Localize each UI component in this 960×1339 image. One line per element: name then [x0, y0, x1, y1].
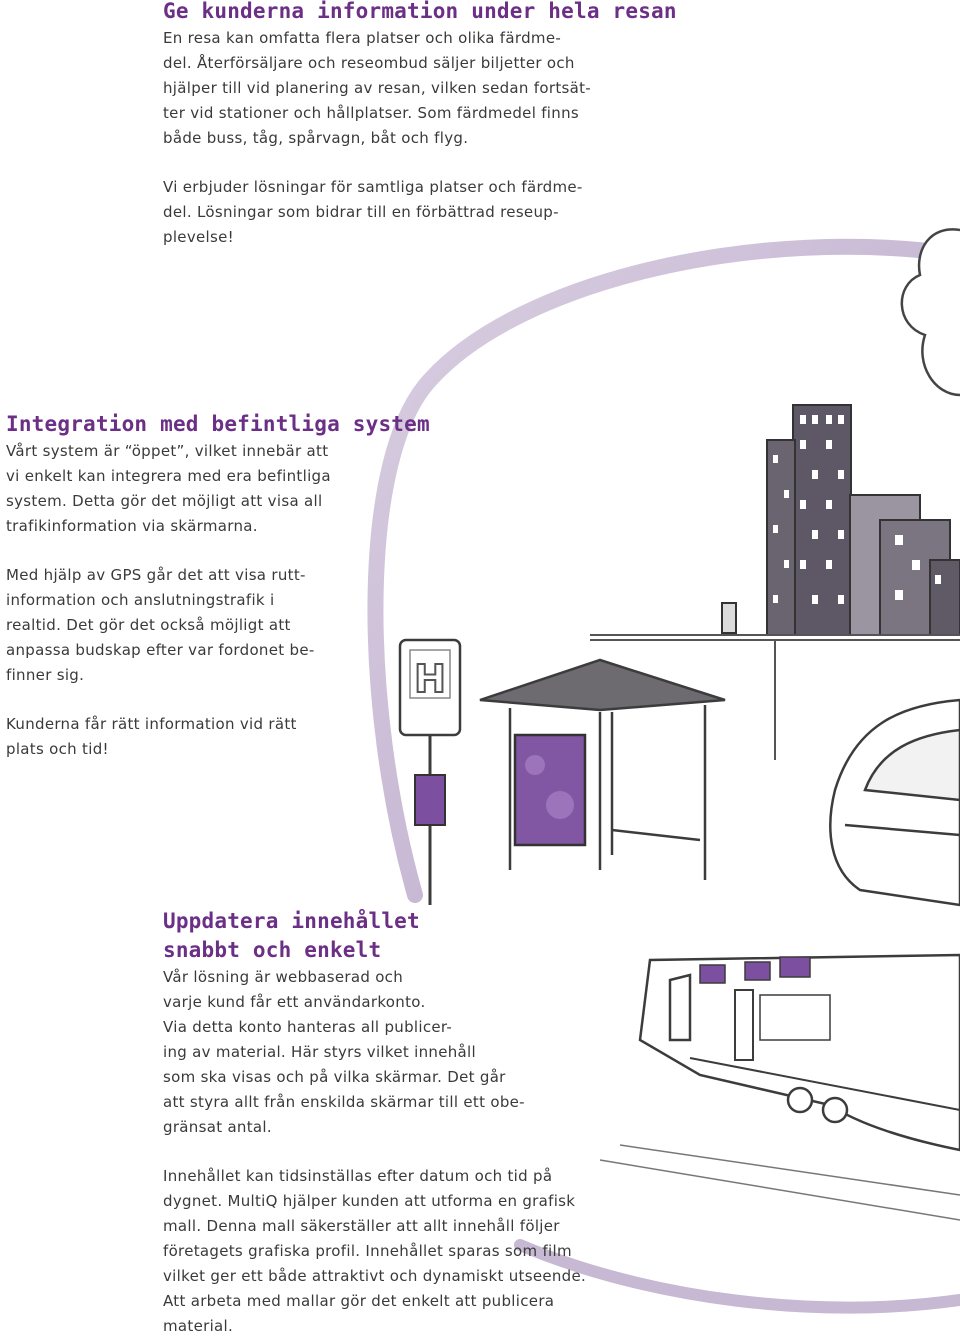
- heading-uppdatera-line-2: snabbt och enkelt: [163, 938, 382, 962]
- text-line: del. Lösningar som bidrar till en förbät…: [163, 203, 559, 221]
- text-line: dygnet. MultiQ hjälper kunden att utform…: [163, 1192, 576, 1210]
- text-line: både buss, tåg, spårvagn, båt och flyg.: [163, 129, 469, 147]
- resan-paragraph-2: Vi erbjuder lösningar för samtliga plats…: [163, 175, 677, 250]
- heading-uppdatera-line-1: Uppdatera innehållet: [163, 909, 420, 933]
- cloud: [900, 228, 960, 397]
- uppdatera-paragraph-2: Innehållet kan tidsinställas efter datum…: [163, 1164, 586, 1339]
- heading-integration: Integration med befintliga system: [6, 412, 430, 436]
- ring-arc-lower: [514, 1239, 960, 1314]
- text-line: Via detta konto hanteras all publicer-: [163, 1018, 453, 1036]
- text-line: företagets grafiska profil. Innehållet s…: [163, 1242, 572, 1260]
- section-uppdatera: Uppdatera innehållet snabbt och enkelt V…: [163, 907, 586, 1339]
- text-line: Innehållet kan tidsinställas efter datum…: [163, 1167, 553, 1185]
- text-line: Kunderna får rätt information vid rätt: [6, 715, 297, 733]
- text-line: Vi erbjuder lösningar för samtliga plats…: [163, 178, 583, 196]
- text-line: mall. Denna mall säkerställer att allt i…: [163, 1217, 560, 1235]
- text-line: realtid. Det gör det också möjligt att: [6, 616, 291, 634]
- buildings: [721, 404, 960, 636]
- text-line: Att arbeta med mallar gör det enkelt att…: [163, 1292, 555, 1310]
- resan-paragraph-1: En resa kan omfatta flera platser och ol…: [163, 26, 677, 151]
- text-line: hjälper till vid planering av resan, vil…: [163, 79, 592, 97]
- text-line: vi enkelt kan integrera med era befintli…: [6, 467, 331, 485]
- text-line: plats och tid!: [6, 740, 109, 758]
- text-line: system. Detta gör det möjligt att visa a…: [6, 492, 323, 510]
- text-line: material.: [163, 1317, 234, 1335]
- integration-paragraph-2: Med hjälp av GPS går det att visa rutt- …: [6, 563, 430, 688]
- text-line: Vår lösning är webbaserad och: [163, 968, 404, 986]
- text-line: Med hjälp av GPS går det att visa rutt-: [6, 566, 306, 584]
- bus-stop-sign: H: [398, 638, 462, 905]
- train-lower: [599, 953, 960, 1221]
- text-line: ing av material. Här styrs vilket innehå…: [163, 1043, 476, 1061]
- train-upper: [829, 698, 960, 907]
- text-line: gränsat antal.: [163, 1118, 272, 1136]
- heading-resan: Ge kunderna information under hela resan: [163, 0, 677, 23]
- text-line: anpassa budskap efter var fordonet be-: [6, 641, 315, 659]
- section-integration: Integration med befintliga system Vårt s…: [6, 410, 430, 762]
- text-line: vilket ger ett både attraktivt och dynam…: [163, 1267, 587, 1285]
- text-line: ter vid stationer och hållplatser. Som f…: [163, 104, 580, 122]
- section-resan: Ge kunderna information under hela resan…: [163, 0, 677, 250]
- text-line: varje kund får ett användarkonto.: [163, 993, 426, 1011]
- ring-arc: [367, 238, 960, 903]
- text-line: finner sig.: [6, 666, 85, 684]
- heading-uppdatera: Uppdatera innehållet snabbt och enkelt: [163, 907, 586, 965]
- text-line: att styra allt från enskilda skärmar til…: [163, 1093, 525, 1111]
- text-line: plevelse!: [163, 228, 234, 246]
- text-line: som ska visas och på vilka skärmar. Det …: [163, 1068, 506, 1086]
- bus-shelter: [479, 658, 726, 880]
- text-line: trafikinformation via skärmarna.: [6, 517, 258, 535]
- integration-paragraph-1: Vårt system är “öppet”, vilket innebär a…: [6, 439, 430, 539]
- text-line: Vårt system är “öppet”, vilket innebär a…: [6, 442, 329, 460]
- text-line: del. Återförsäljare och reseombud säljer…: [163, 54, 575, 72]
- uppdatera-paragraph-1: Vår lösning är webbaserad och varje kund…: [163, 965, 586, 1140]
- text-line: En resa kan omfatta flera platser och ol…: [163, 29, 562, 47]
- text-line: information och anslutningstrafik i: [6, 591, 275, 609]
- integration-paragraph-3: Kunderna får rätt information vid rätt p…: [6, 712, 430, 762]
- stop-sign-letter: H: [414, 657, 446, 701]
- station-wall: [590, 634, 960, 760]
